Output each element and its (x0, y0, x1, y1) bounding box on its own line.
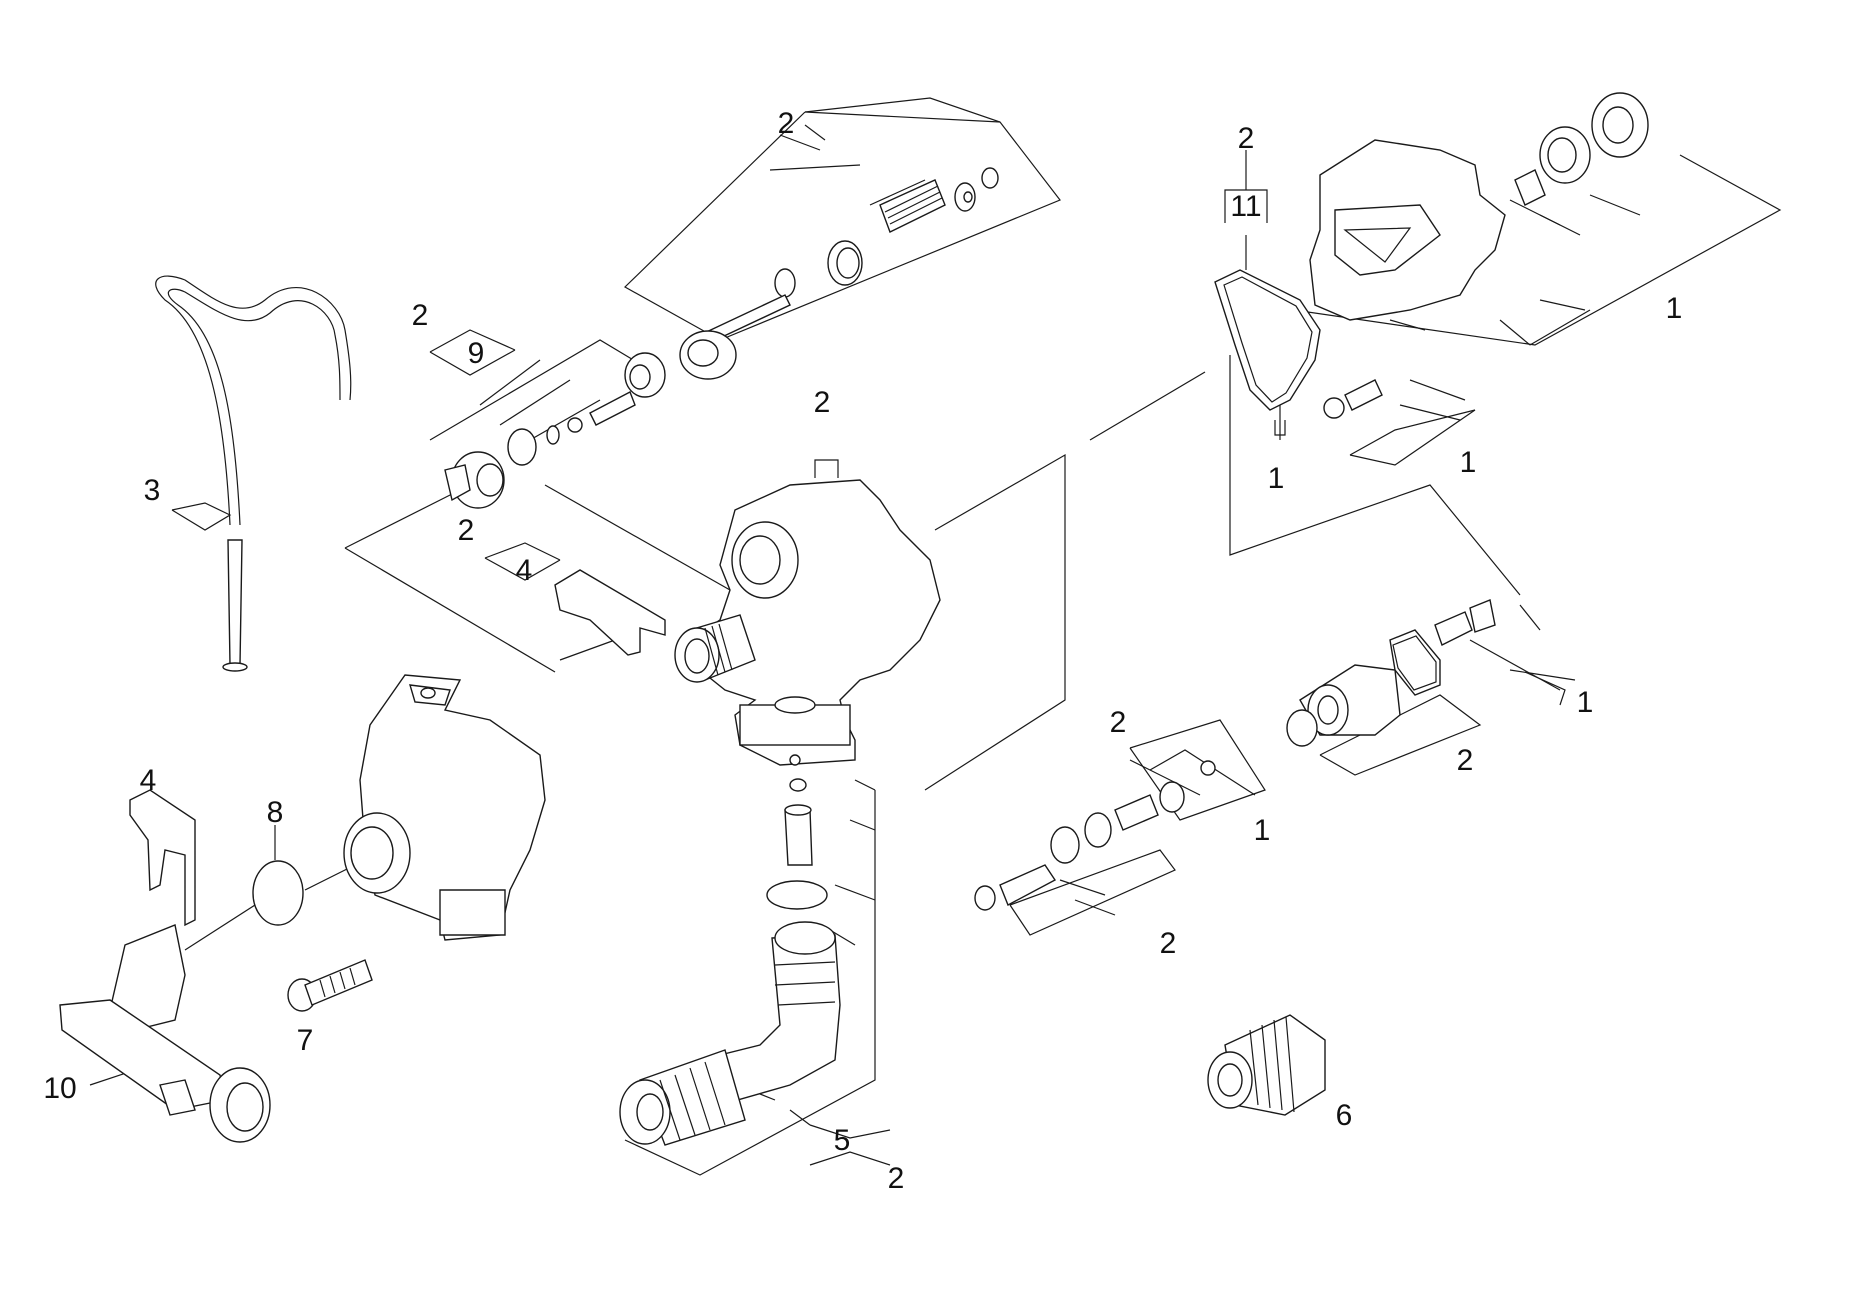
callout-label: 11 (1230, 190, 1261, 223)
callout-label: 10 (43, 1072, 76, 1105)
callout-label: 7 (297, 1024, 314, 1057)
callout-label: 1 (1666, 292, 1683, 325)
callout-label: 2 (814, 386, 831, 419)
callout-label: 6 (1336, 1099, 1353, 1132)
leader-lines (89, 97, 1782, 1176)
callout-label: 1 (1460, 446, 1477, 479)
callout-label: 1 (1254, 814, 1271, 847)
callout-label: 2 (1160, 927, 1177, 960)
callout-label: 2 (1457, 744, 1474, 777)
callout-label: 8 (267, 796, 284, 829)
parts (59, 92, 1649, 1146)
callout-label: 3 (144, 474, 161, 507)
callout-label: 2 (1110, 706, 1127, 739)
callout-label: 5 (834, 1124, 851, 1157)
callout-label: 2 (888, 1162, 905, 1195)
callout-label: 4 (516, 554, 533, 587)
callout-label: 2 (1238, 122, 1255, 155)
callout-label: 9 (468, 337, 485, 370)
callout-label: 1 (1268, 462, 1285, 495)
callout-label: 4 (140, 764, 157, 797)
callout-label: 1 (1577, 686, 1594, 719)
callouts: 2 2 9 3 2 4 2 2 11 1 1 1 1 2 2 1 2 4 8 7… (43, 107, 1682, 1195)
callout-label: 2 (778, 107, 795, 140)
hose-part (155, 275, 352, 526)
callout-label: 2 (458, 514, 475, 547)
callout-label: 2 (412, 299, 429, 332)
